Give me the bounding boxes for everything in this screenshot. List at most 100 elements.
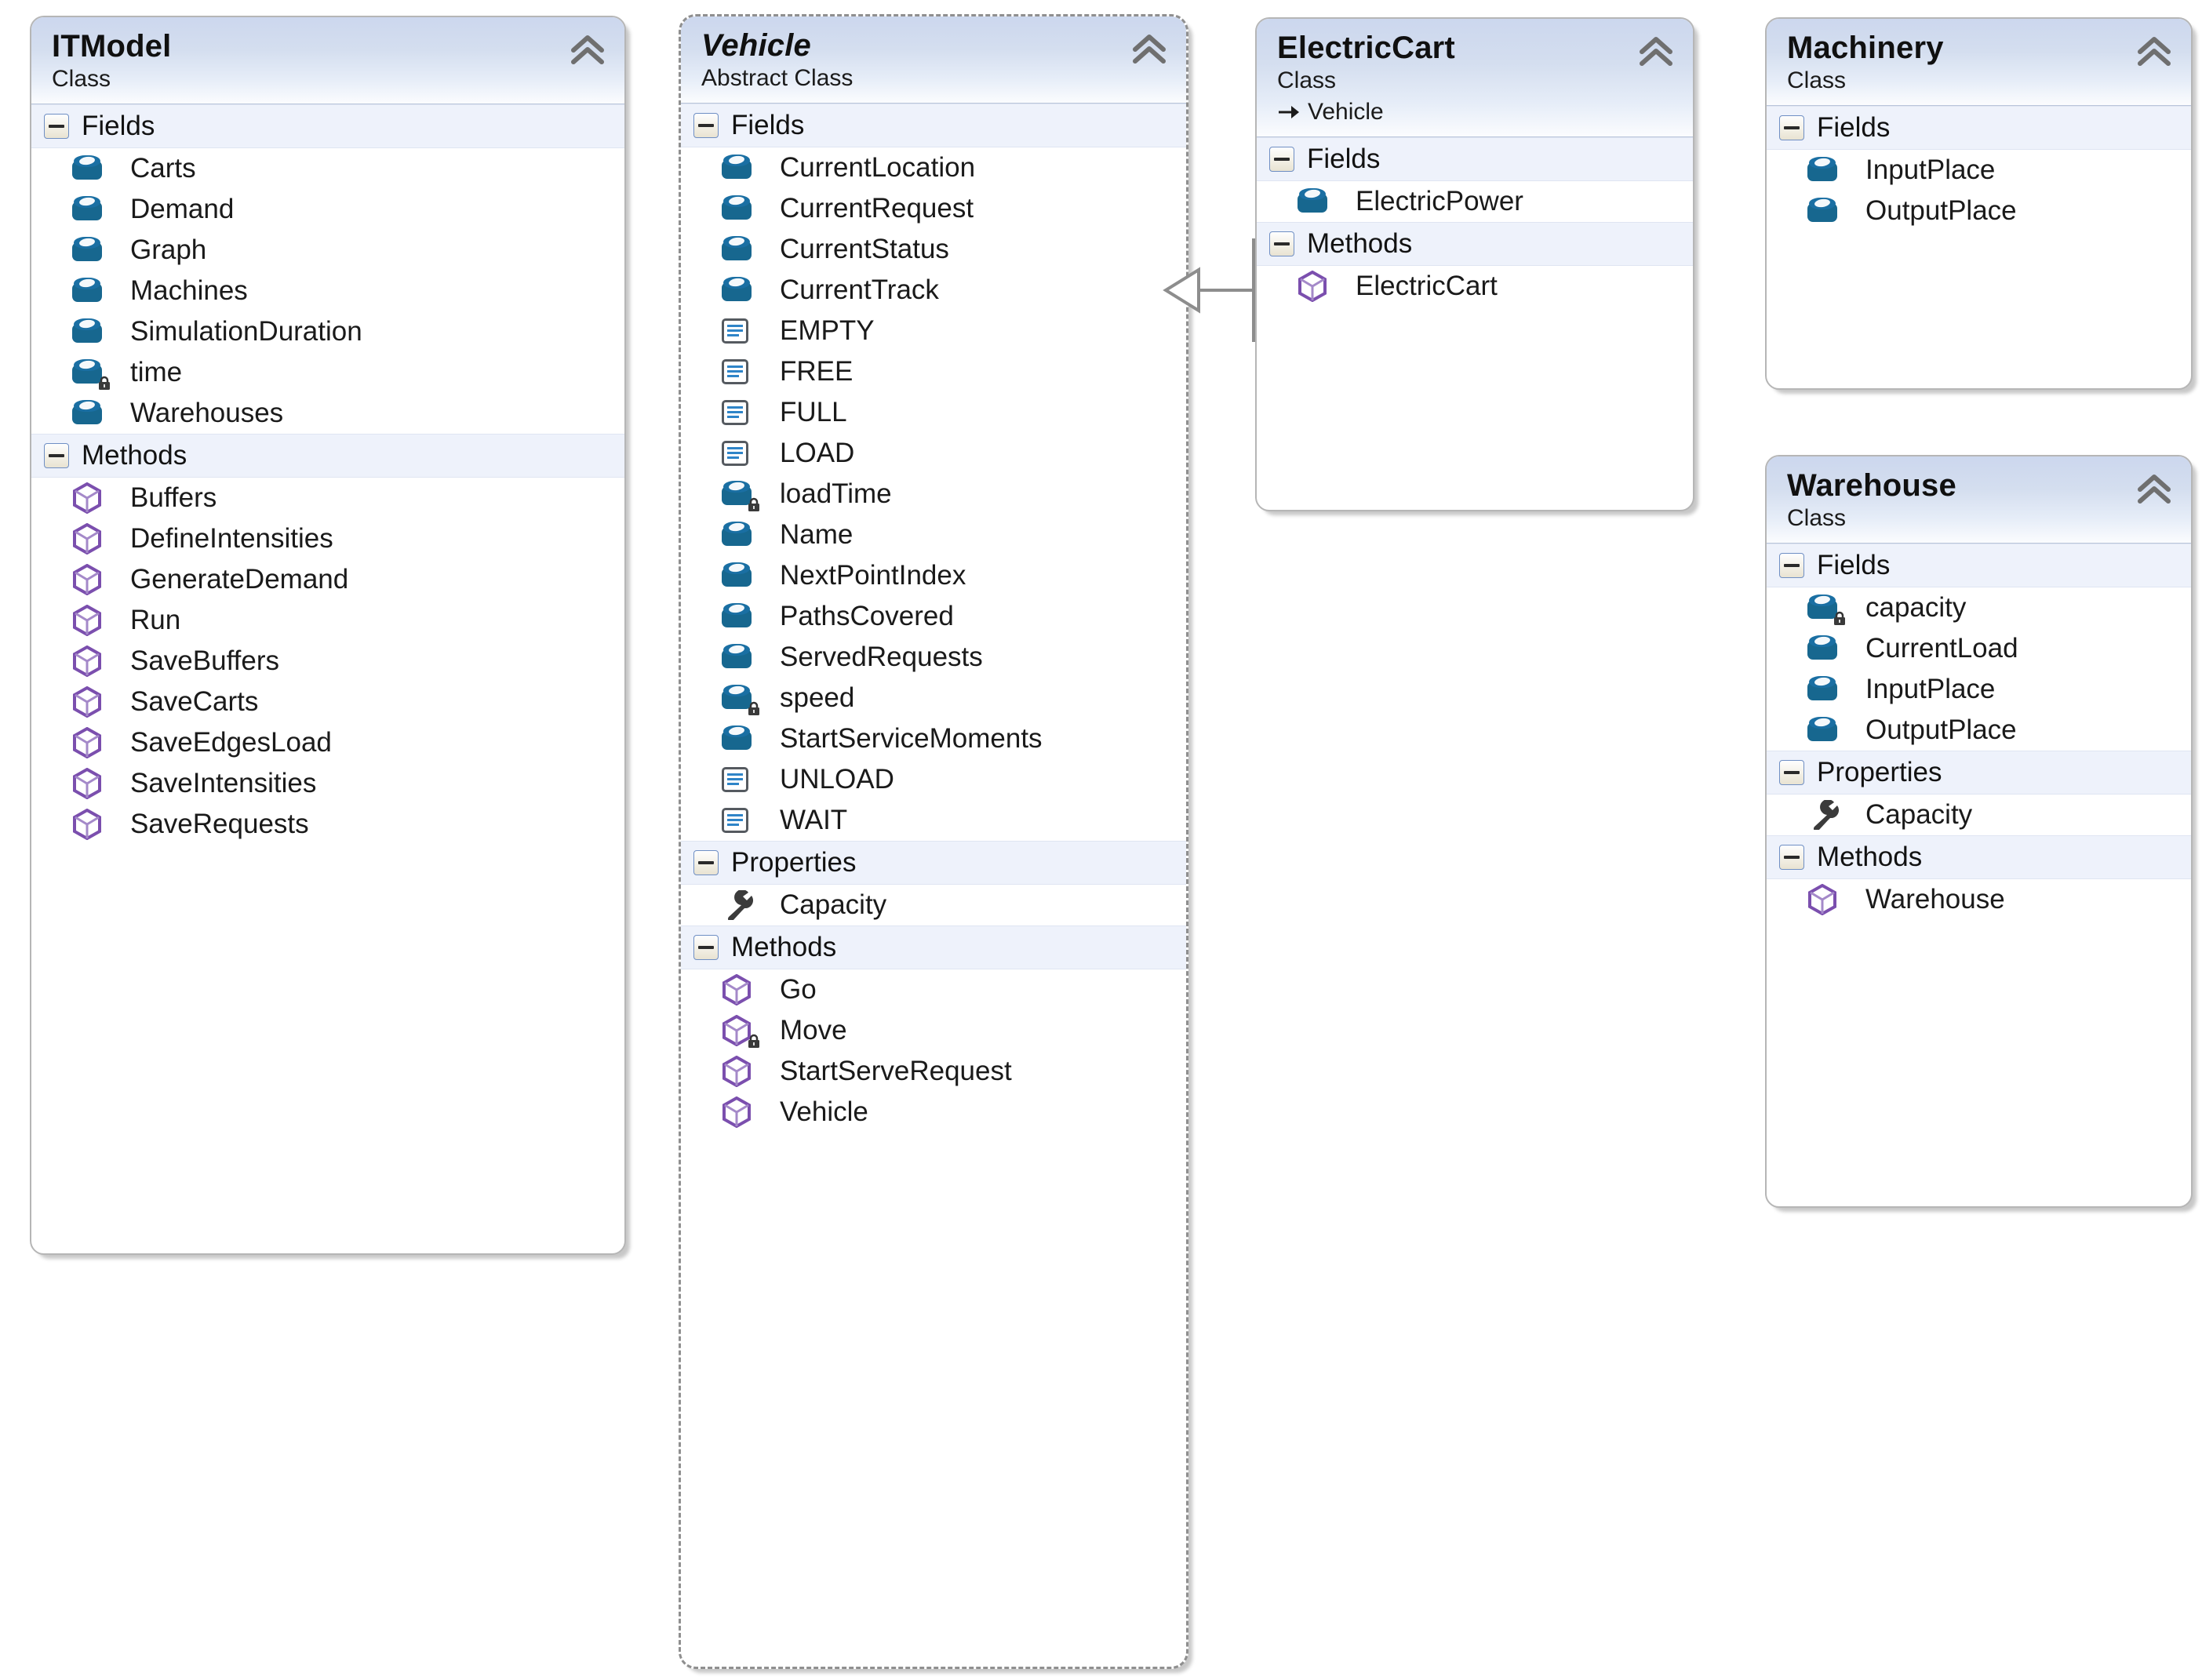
- section-header-methods[interactable]: Methods: [1257, 221, 1693, 266]
- member-row[interactable]: Capacity: [1767, 795, 2191, 835]
- member-row[interactable]: CurrentLocation: [681, 147, 1186, 188]
- collapse-chevron-icon[interactable]: [570, 35, 606, 66]
- member-row[interactable]: WAIT: [681, 800, 1186, 841]
- member-row[interactable]: CurrentRequest: [681, 188, 1186, 229]
- member-icon-slot: [1807, 797, 1865, 833]
- collapse-minus-icon[interactable]: [693, 849, 719, 875]
- member-row[interactable]: Machines: [31, 271, 624, 311]
- member-row[interactable]: SaveIntensities: [31, 763, 624, 804]
- collapse-chevron-icon[interactable]: [1638, 36, 1674, 67]
- member-row[interactable]: ServedRequests: [681, 637, 1186, 678]
- member-name: CurrentRequest: [780, 193, 974, 224]
- member-row[interactable]: LOAD: [681, 433, 1186, 474]
- collapse-chevron-icon[interactable]: [2136, 36, 2172, 67]
- member-row[interactable]: SimulationDuration: [31, 311, 624, 352]
- member-row[interactable]: CurrentStatus: [681, 229, 1186, 270]
- member-row[interactable]: time: [31, 352, 624, 393]
- section-header-properties[interactable]: Properties: [681, 840, 1186, 885]
- section-header-methods[interactable]: Methods: [1767, 835, 2191, 879]
- section-header-fields[interactable]: Fields: [1767, 105, 2191, 150]
- constant-icon: [722, 318, 748, 344]
- collapse-minus-icon[interactable]: [693, 934, 719, 960]
- member-row[interactable]: Vehicle: [681, 1092, 1186, 1133]
- member-row[interactable]: SaveCarts: [31, 682, 624, 722]
- section-header-fields[interactable]: Fields: [681, 103, 1186, 147]
- member-row[interactable]: speed: [681, 678, 1186, 718]
- member-row[interactable]: InputPlace: [1767, 669, 2191, 710]
- collapse-minus-icon[interactable]: [1779, 844, 1804, 870]
- collapse-minus-icon[interactable]: [1269, 231, 1294, 256]
- field-icon: [722, 235, 753, 263]
- member-name: InputPlace: [1865, 155, 1996, 186]
- member-row[interactable]: EMPTY: [681, 311, 1186, 351]
- member-row[interactable]: InputPlace: [1767, 150, 2191, 191]
- member-name: Capacity: [1865, 799, 1973, 831]
- collapse-chevron-icon[interactable]: [1131, 34, 1167, 65]
- member-row[interactable]: Capacity: [681, 885, 1186, 925]
- member-row[interactable]: ElectricCart: [1257, 266, 1693, 307]
- member-row[interactable]: Name: [681, 515, 1186, 555]
- collapse-minus-icon[interactable]: [44, 113, 69, 139]
- member-row[interactable]: Go: [681, 969, 1186, 1010]
- member-row[interactable]: ElectricPower: [1257, 181, 1693, 222]
- member-row[interactable]: OutputPlace: [1767, 191, 2191, 231]
- section-header-fields[interactable]: Fields: [1767, 543, 2191, 587]
- member-row[interactable]: Buffers: [31, 478, 624, 518]
- member-icon-slot: [1807, 671, 1865, 707]
- collapse-minus-icon[interactable]: [1779, 759, 1804, 785]
- member-row[interactable]: FULL: [681, 392, 1186, 433]
- member-row[interactable]: SaveEdgesLoad: [31, 722, 624, 763]
- member-row[interactable]: PathsCovered: [681, 596, 1186, 637]
- field-icon: [722, 480, 753, 507]
- property-wrench-icon: [1807, 799, 1840, 832]
- member-row[interactable]: Run: [31, 600, 624, 641]
- collapse-minus-icon[interactable]: [1779, 552, 1804, 578]
- member-row[interactable]: GenerateDemand: [31, 559, 624, 600]
- member-row[interactable]: Move: [681, 1010, 1186, 1051]
- member-name: ElectricCart: [1356, 271, 1498, 302]
- member-row[interactable]: OutputPlace: [1767, 710, 2191, 751]
- member-row[interactable]: capacity: [1767, 587, 2191, 628]
- member-row[interactable]: Demand: [31, 189, 624, 230]
- member-row[interactable]: FREE: [681, 351, 1186, 392]
- collapse-minus-icon[interactable]: [1269, 146, 1294, 172]
- section-header-methods[interactable]: Methods: [681, 925, 1186, 969]
- section-header-fields[interactable]: Fields: [31, 104, 624, 148]
- member-icon-slot: [722, 313, 780, 349]
- member-row[interactable]: Warehouse: [1767, 879, 2191, 920]
- member-row[interactable]: NextPointIndex: [681, 555, 1186, 596]
- field-icon: [72, 358, 104, 386]
- collapse-minus-icon[interactable]: [1779, 115, 1804, 140]
- member-row[interactable]: CurrentTrack: [681, 270, 1186, 311]
- member-row[interactable]: StartServiceMoments: [681, 718, 1186, 759]
- member-row[interactable]: SaveBuffers: [31, 641, 624, 682]
- section-header-properties[interactable]: Properties: [1767, 750, 2191, 795]
- member-icon-slot: [1807, 631, 1865, 667]
- member-row[interactable]: Graph: [31, 230, 624, 271]
- member-row[interactable]: Carts: [31, 148, 624, 189]
- member-row[interactable]: SaveRequests: [31, 804, 624, 845]
- member-name: ServedRequests: [780, 642, 983, 673]
- member-row[interactable]: UNLOAD: [681, 759, 1186, 800]
- section-header-fields[interactable]: Fields: [1257, 136, 1693, 181]
- member-row[interactable]: Warehouses: [31, 393, 624, 434]
- collapse-chevron-icon[interactable]: [2136, 474, 2172, 505]
- member-icon-slot: [1807, 882, 1865, 918]
- section-header-methods[interactable]: Methods: [31, 433, 624, 478]
- collapse-minus-icon[interactable]: [693, 112, 719, 138]
- member-row[interactable]: CurrentLoad: [1767, 628, 2191, 669]
- member-row[interactable]: StartServeRequest: [681, 1051, 1186, 1092]
- member-row[interactable]: DefineIntensities: [31, 518, 624, 559]
- collapse-minus-icon[interactable]: [44, 442, 69, 468]
- member-row[interactable]: loadTime: [681, 474, 1186, 515]
